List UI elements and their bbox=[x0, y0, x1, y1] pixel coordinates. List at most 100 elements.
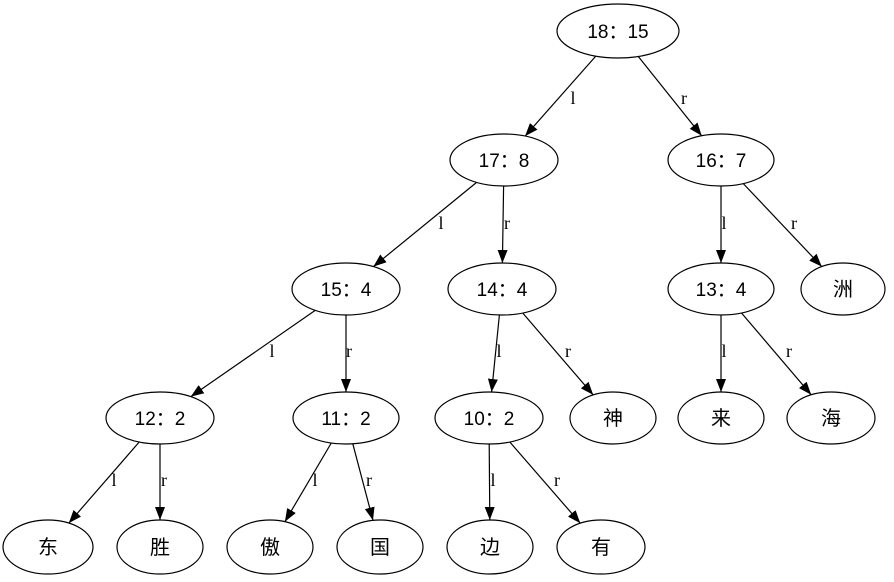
node-label: 12：2 bbox=[135, 409, 186, 430]
node-ellipse bbox=[449, 133, 559, 187]
node-label: 国 bbox=[370, 537, 390, 559]
tree-edge-n15-n12: l bbox=[190, 309, 316, 398]
tree-edge-n10-bian: l bbox=[484, 443, 496, 521]
node-ellipse bbox=[800, 262, 886, 316]
edge-direction-label: r bbox=[565, 341, 571, 361]
node-label: 11：2 bbox=[321, 409, 370, 430]
tree-node-n17: 17：8 bbox=[449, 133, 559, 187]
edge-direction-label: r bbox=[346, 341, 352, 361]
node-label: 来 bbox=[711, 407, 731, 430]
node-ellipse bbox=[786, 391, 876, 445]
edge-direction-label: l bbox=[721, 213, 726, 233]
node-ellipse bbox=[556, 519, 646, 575]
edge-line bbox=[637, 56, 703, 137]
edge-line bbox=[352, 443, 375, 521]
node-label: 神 bbox=[603, 407, 623, 430]
edge-direction-label: l bbox=[496, 341, 501, 361]
edge-line bbox=[284, 442, 332, 523]
node-label: 17：8 bbox=[479, 151, 530, 172]
tree-node-n12: 12：2 bbox=[105, 391, 215, 445]
edge-direction-label: l bbox=[721, 341, 726, 361]
node-label: 15：4 bbox=[321, 280, 372, 301]
node-label: 海 bbox=[821, 407, 841, 430]
tree-node-dong: 东 bbox=[2, 519, 94, 575]
node-label: 东 bbox=[38, 536, 58, 559]
tree-node-n15: 15：4 bbox=[291, 262, 401, 316]
edge-line bbox=[487, 314, 500, 393]
tree-node-lai: 来 bbox=[677, 391, 765, 445]
tree-node-ao: 傲 bbox=[226, 519, 314, 575]
tree-edge-n18-n17: l bbox=[524, 55, 597, 137]
tree-edge-n13-hai: r bbox=[741, 312, 812, 396]
tree-node-you: 有 bbox=[556, 519, 646, 575]
edge-direction-label: l bbox=[312, 470, 317, 490]
edge-line bbox=[741, 312, 812, 396]
edge-line bbox=[524, 55, 597, 137]
tree-edge-n14-shen: r bbox=[522, 312, 594, 396]
tree-edge-n11-guo: r bbox=[352, 443, 375, 521]
tree-edge-n13-lai: l bbox=[716, 315, 727, 392]
tree-node-n16: 16：7 bbox=[667, 133, 775, 187]
tree-edge-n17-n15: l bbox=[373, 181, 477, 268]
edge-line bbox=[742, 183, 823, 268]
tree-node-n11: 11：2 bbox=[292, 391, 400, 445]
edge-direction-label: r bbox=[681, 88, 687, 108]
node-label: 边 bbox=[480, 536, 500, 559]
node-ellipse bbox=[667, 262, 775, 316]
tree-edge-n10-you: r bbox=[509, 441, 581, 524]
edge-line bbox=[484, 443, 495, 521]
edge-direction-label: l bbox=[269, 341, 274, 361]
node-label: 18：15 bbox=[587, 22, 648, 43]
tree-edge-n18-n16: r bbox=[637, 56, 703, 137]
edge-direction-label: r bbox=[504, 213, 510, 233]
tree-edge-n17-n14: r bbox=[497, 185, 510, 264]
node-label: 洲 bbox=[833, 279, 853, 301]
tree-node-bian: 边 bbox=[446, 519, 534, 575]
tree-node-n10: 10：2 bbox=[434, 391, 544, 445]
node-ellipse bbox=[667, 133, 775, 187]
node-label: 胜 bbox=[150, 536, 170, 559]
tree-edge-n16-n13: l bbox=[716, 186, 727, 263]
tree-node-n14: 14：4 bbox=[447, 262, 557, 316]
node-label: 10：2 bbox=[464, 409, 515, 430]
node-ellipse bbox=[569, 391, 657, 445]
edge-direction-label: r bbox=[161, 470, 167, 490]
tree-node-sheng: 胜 bbox=[116, 519, 204, 575]
node-label: 傲 bbox=[260, 536, 280, 559]
node-ellipse bbox=[226, 519, 314, 575]
edge-direction-label: r bbox=[786, 341, 792, 361]
tree-edge-n11-ao: l bbox=[284, 442, 332, 523]
nodes-layer: 18：15 17：8 16：7 15：4 14：4 13：4 洲 12：2 11：2 10：2 神 来… bbox=[2, 3, 886, 575]
edge-line bbox=[68, 441, 140, 524]
edge-line bbox=[497, 185, 508, 264]
node-label: 有 bbox=[591, 536, 611, 559]
tree-node-zhou: 洲 bbox=[800, 262, 886, 316]
node-label: 16：7 bbox=[696, 151, 747, 172]
tree-node-hai: 海 bbox=[786, 391, 876, 445]
tree-node-shen: 神 bbox=[569, 391, 657, 445]
tree-edge-n16-zhou: r bbox=[742, 183, 823, 268]
node-ellipse bbox=[556, 3, 680, 59]
tree-edge-n14-n10: l bbox=[487, 314, 502, 393]
edge-direction-label: l bbox=[111, 470, 116, 490]
edge-line bbox=[373, 181, 477, 268]
node-ellipse bbox=[434, 391, 544, 445]
edge-direction-label: r bbox=[366, 470, 372, 490]
node-ellipse bbox=[292, 391, 400, 445]
node-label: 13：4 bbox=[696, 280, 747, 301]
edge-line bbox=[522, 312, 594, 396]
node-ellipse bbox=[677, 391, 765, 445]
tree-node-guo: 国 bbox=[336, 519, 424, 575]
node-label: 14：4 bbox=[477, 280, 528, 301]
node-ellipse bbox=[291, 262, 401, 316]
edge-direction-label: l bbox=[438, 213, 443, 233]
edge-line bbox=[190, 309, 316, 398]
tree-node-n13: 13：4 bbox=[667, 262, 775, 316]
edge-line bbox=[509, 441, 581, 524]
edge-direction-label: l bbox=[490, 470, 495, 490]
node-ellipse bbox=[2, 519, 94, 575]
tree-edge-n12-dong: l bbox=[68, 441, 140, 524]
tree-node-n18: 18：15 bbox=[556, 3, 680, 59]
